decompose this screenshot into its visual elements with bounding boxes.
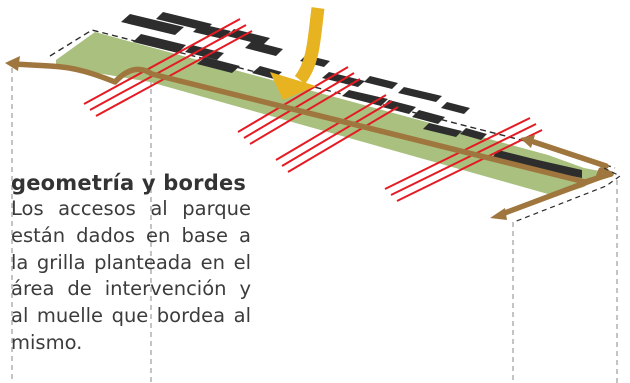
pier-path-return: [499, 167, 614, 217]
access-line: [243, 72, 355, 139]
main-access-arrow-shaft: [294, 7, 325, 84]
caption-body: Los accesos al parque están dados en bas…: [11, 197, 251, 354]
access-line: [287, 106, 399, 173]
block: [364, 76, 398, 89]
block: [342, 90, 388, 106]
block: [185, 45, 224, 60]
block: [133, 34, 186, 53]
caption-title: geometría y bordes: [11, 171, 247, 195]
pier-path-top: [531, 139, 609, 169]
main-access-arrow-head-icon: [270, 72, 316, 100]
block: [197, 57, 240, 73]
block: [382, 100, 416, 114]
pier-dash-right: [513, 167, 622, 223]
block: [398, 87, 442, 102]
block: [412, 110, 445, 124]
access-line: [390, 123, 537, 196]
pier-path: [5, 56, 614, 220]
access-line: [384, 117, 531, 190]
block: [227, 29, 270, 45]
access-line: [95, 30, 253, 117]
guide-lines: [11, 68, 618, 383]
block: [423, 123, 462, 137]
access-line: [275, 94, 387, 161]
pier-arrow-left-icon: [5, 56, 20, 71]
access-line: [237, 66, 349, 133]
access-line: [83, 18, 241, 105]
access-line: [89, 24, 247, 111]
block: [441, 102, 470, 114]
block: [156, 12, 212, 31]
block: [460, 128, 487, 140]
block: [245, 41, 283, 56]
main-access-arrow: [270, 7, 325, 100]
pier-arrow-top-icon: [520, 135, 535, 148]
pier-arrow-bottom-icon: [490, 208, 507, 220]
access-line: [396, 129, 543, 202]
block: [121, 14, 184, 35]
block: [492, 150, 582, 178]
block: [193, 24, 231, 39]
caption: geometría y bordes Los accesos al parque…: [11, 170, 251, 357]
access-line: [281, 100, 393, 167]
pier-path-main: [11, 61, 614, 185]
